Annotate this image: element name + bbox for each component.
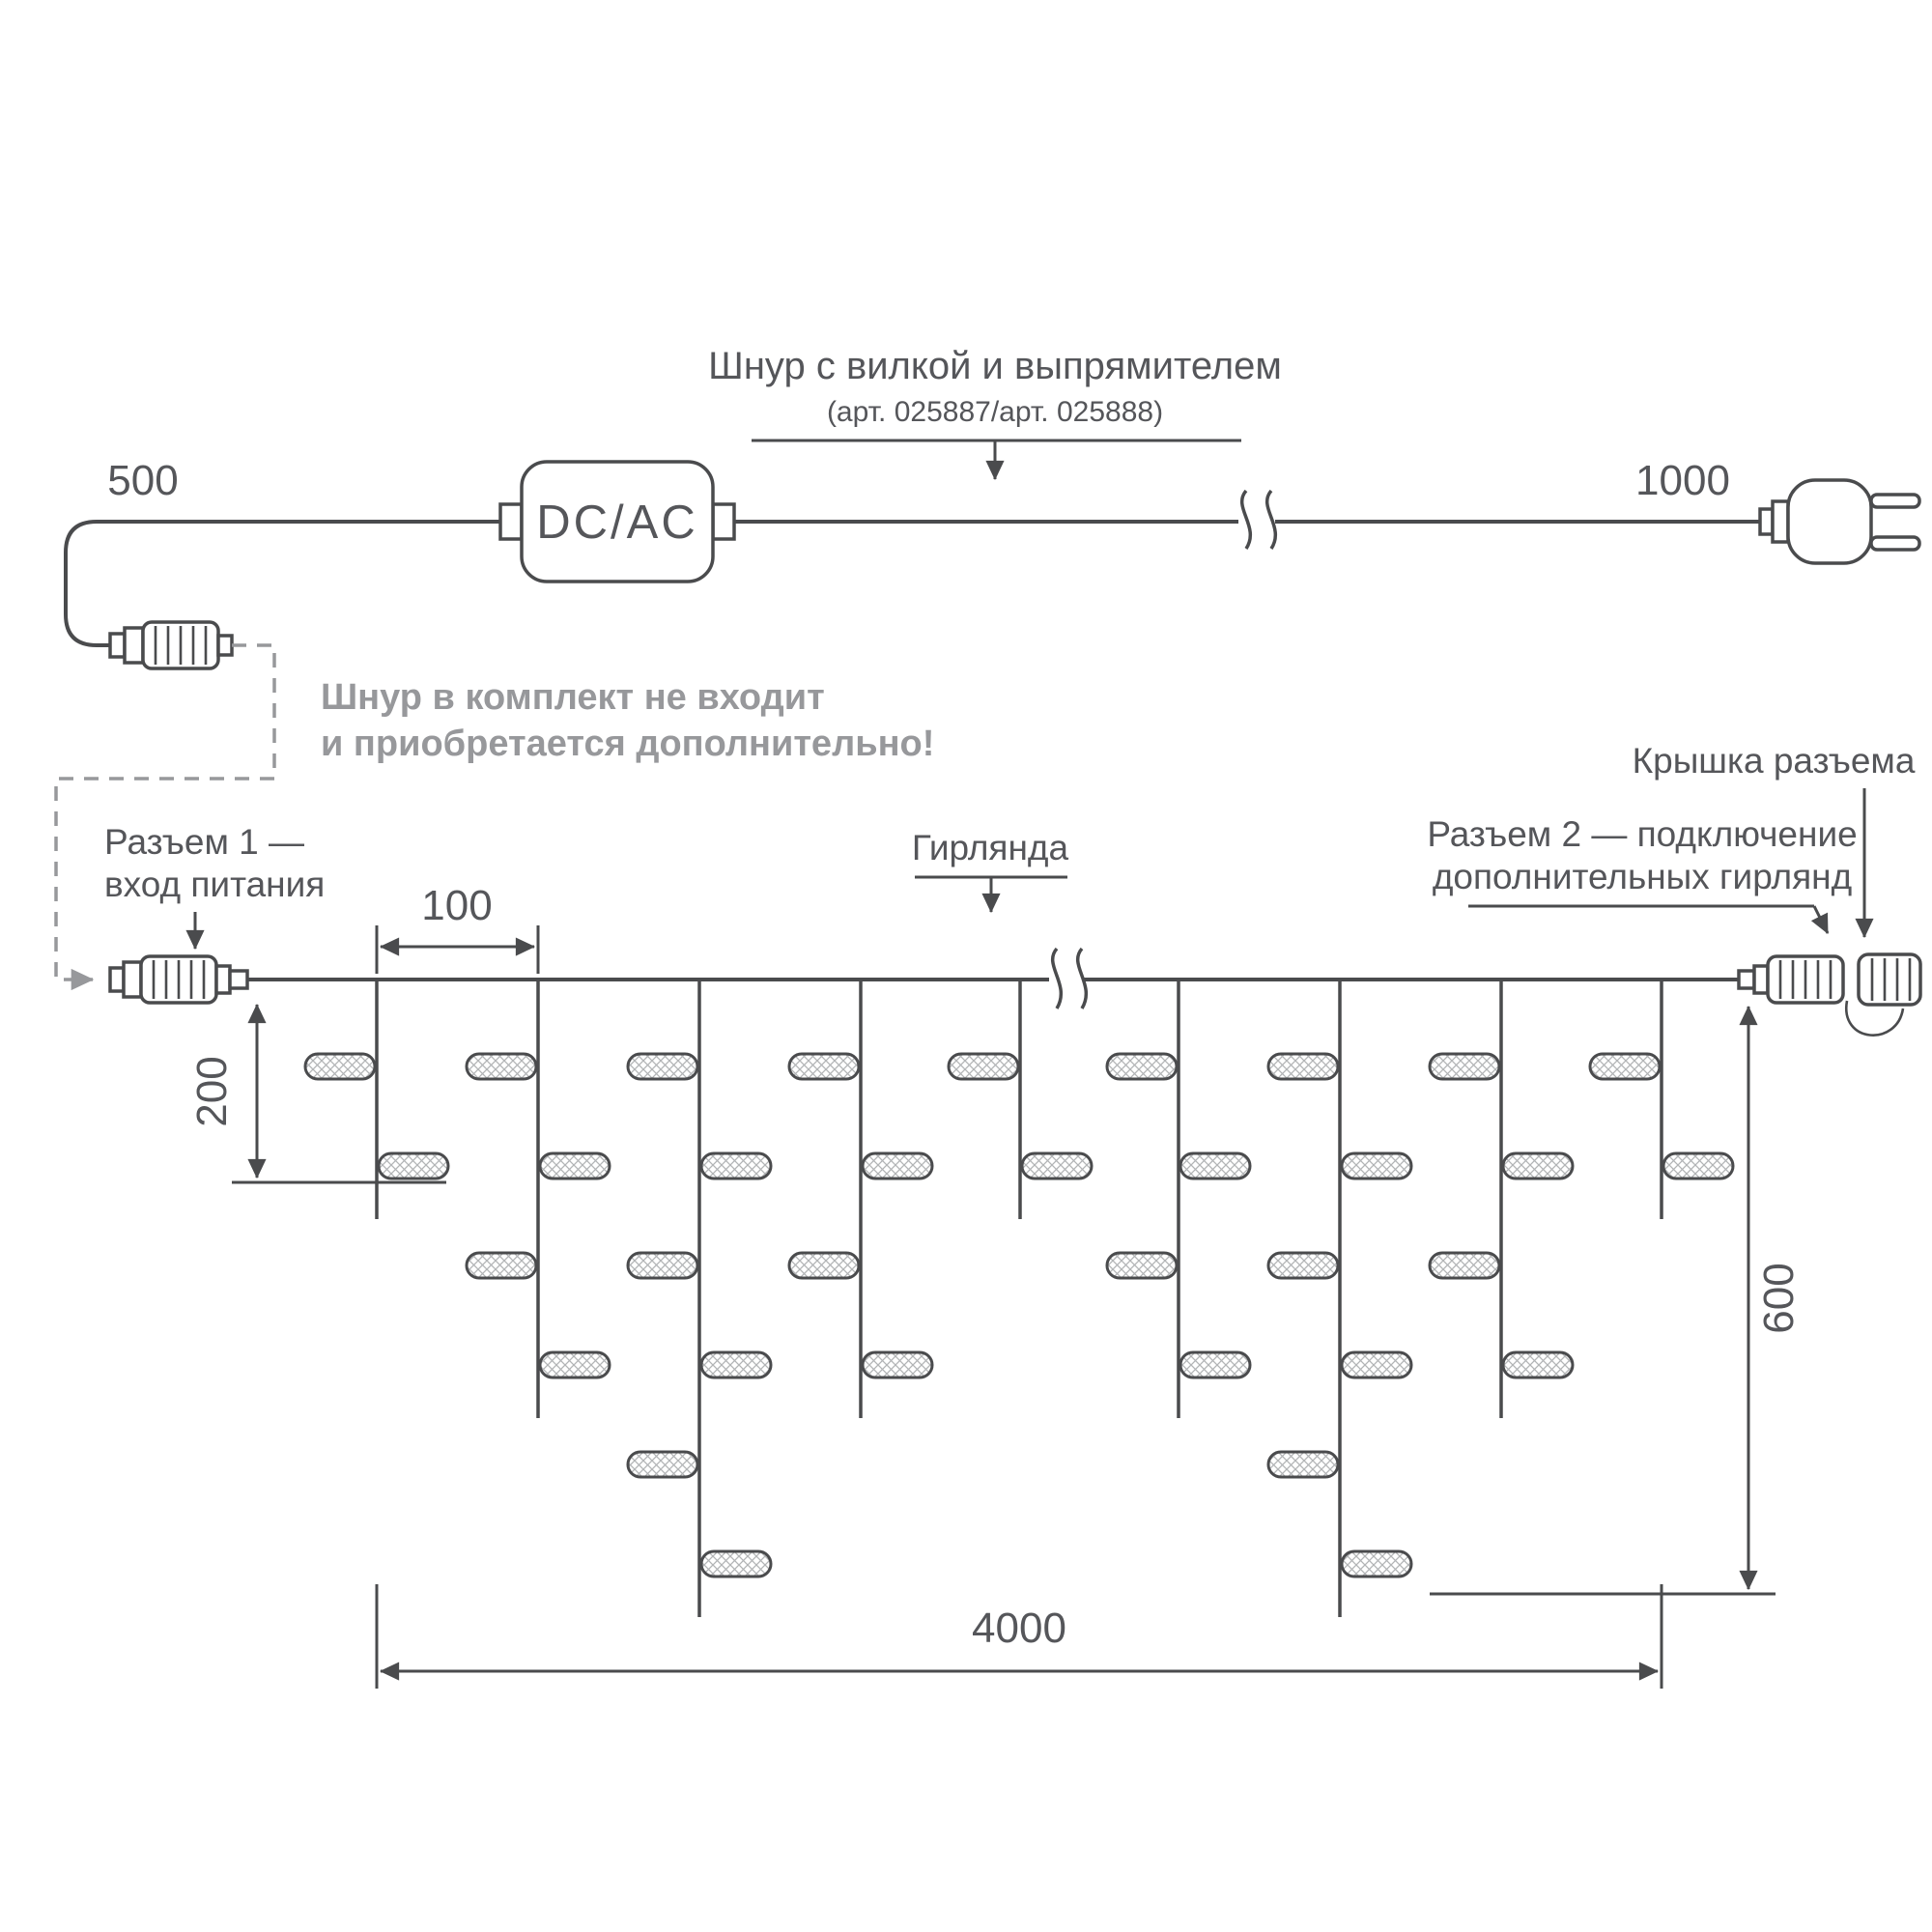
led-bulb-icon [699, 1549, 773, 1578]
led-bulb-icon [861, 1151, 934, 1180]
adapter-right-nub [711, 502, 736, 541]
cord-break-icon [1239, 489, 1278, 550]
dim-100-label: 100 [421, 882, 492, 929]
led-bulb-icon [538, 1151, 611, 1180]
connector2-icon [1737, 954, 1845, 1005]
led-bulb-icon [377, 1151, 450, 1180]
connector1-label-line1: Разъем 1 — [104, 822, 304, 862]
garland-label-group: Гирлянда [912, 828, 1069, 914]
not-included-note: Шнур в комплект не входит и приобретаетс… [321, 677, 934, 764]
cap-label-group: Крышка разъема [1633, 741, 1916, 939]
connector2-label-line1: Разъем 2 — подключение [1427, 814, 1857, 854]
led-bulb-icon [1020, 1151, 1094, 1180]
led-bulb-icon [699, 1350, 773, 1379]
dim-200-label: 200 [188, 1056, 236, 1126]
note-line2: и приобретается дополнительно! [321, 724, 934, 764]
led-bulb-icon [699, 1151, 773, 1180]
garland-label: Гирлянда [912, 828, 1069, 867]
led-bulb-icon [626, 1450, 699, 1479]
connector2-label-line2: дополнительных гирлянд [1433, 857, 1852, 896]
led-bulb-icon [1105, 1052, 1179, 1081]
garland-assembly: Разъем 1 — вход питания Гирлянда Разъем … [104, 741, 1922, 1689]
adapter-left-nub [498, 502, 524, 541]
power-cord-assembly: Шнур с вилкой и выпрямителем (арт. 02588… [64, 345, 1921, 670]
cord-title: Шнур с вилкой и выпрямителем [708, 345, 1282, 387]
connector2-arrow [1810, 905, 1830, 934]
note-line1: Шнур в комплект не входит [321, 677, 825, 718]
led-bulb-icon [1179, 1350, 1252, 1379]
led-bulb-icon [1179, 1151, 1252, 1180]
led-bulb-icon [1501, 1350, 1575, 1379]
garland-drops [303, 980, 1735, 1617]
cap-tether [1845, 1000, 1905, 1037]
led-bulb-icon [1340, 1350, 1413, 1379]
led-bulb-icon [1266, 1251, 1340, 1280]
dc-ac-adapter: DC/AC [498, 460, 736, 583]
led-bulb-icon [1428, 1052, 1501, 1081]
dim-100: 100 [375, 882, 540, 974]
dim-200: 200 [188, 1003, 446, 1184]
led-bulb-icon [947, 1052, 1020, 1081]
dim-4000-label: 4000 [972, 1605, 1066, 1652]
led-bulb-icon [465, 1052, 538, 1081]
cap-label: Крышка разъема [1633, 741, 1916, 781]
led-bulb-icon [1266, 1450, 1340, 1479]
cord-left-wire [64, 520, 502, 647]
dim-1000-label: 1000 [1635, 457, 1730, 504]
led-bulb-icon [1428, 1251, 1501, 1280]
dim-600: 600 [1430, 1005, 1803, 1596]
led-bulb-icon [626, 1251, 699, 1280]
led-bulb-icon [465, 1251, 538, 1280]
led-bulb-icon [787, 1251, 861, 1280]
dc-ac-label: DC/AC [536, 497, 697, 549]
connector1-label-line2: вход питания [104, 865, 325, 904]
led-bulb-icon [861, 1350, 934, 1379]
dim-4000: 4000 [375, 1584, 1663, 1689]
cord-subtitle: (арт. 025887/арт. 025888) [827, 396, 1163, 428]
garland-break-icon [1050, 947, 1089, 1009]
led-bulb-icon [1105, 1251, 1179, 1280]
dim-500-label: 500 [107, 457, 178, 504]
connector2-label: Разъем 2 — подключение дополнительных ги… [1427, 814, 1858, 934]
led-bulb-icon [1662, 1151, 1735, 1180]
power-plug-icon [1758, 478, 1921, 565]
led-bulb-icon [303, 1052, 377, 1081]
led-bulb-icon [538, 1350, 611, 1379]
led-bulb-icon [1340, 1151, 1413, 1180]
cord-output-connector-icon [108, 620, 234, 670]
adapter-body [520, 460, 715, 583]
led-bulb-icon [1501, 1151, 1575, 1180]
led-bulb-icon [787, 1052, 861, 1081]
connector-cap-icon [1857, 952, 1922, 1007]
led-bulb-icon [626, 1052, 699, 1081]
connector1-icon [108, 954, 249, 1005]
led-bulb-icon [1266, 1052, 1340, 1081]
led-bulb-icon [1340, 1549, 1413, 1578]
dim-600-label: 600 [1755, 1263, 1803, 1333]
connector1-label: Разъем 1 — вход питания [104, 822, 325, 951]
dashed-connection-path [54, 643, 276, 991]
led-bulb-icon [1588, 1052, 1662, 1081]
